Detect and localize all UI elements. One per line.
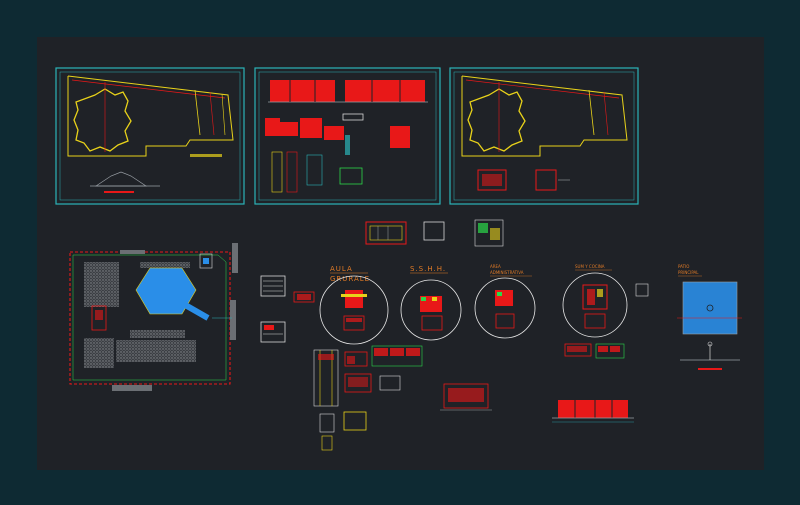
module-area-administrativa[interactable]: AREA ADMINISTRATIVA: [474, 264, 536, 339]
label-patio: PATIO: [678, 264, 689, 269]
legend-box-1[interactable]: [260, 275, 286, 297]
label-sum-cocina: SUM Y COCINA: [575, 264, 605, 269]
detail-block-1[interactable]: [365, 221, 407, 245]
module-sshh[interactable]: S.S.H.H.: [400, 265, 462, 341]
legend-box-2[interactable]: [260, 321, 286, 343]
sheet-1-site-plan[interactable]: [55, 67, 245, 205]
detail-block-3[interactable]: [474, 219, 504, 247]
red-elevation-small[interactable]: [440, 383, 492, 411]
detail-right-small[interactable]: [564, 343, 625, 359]
sheet-2-elevations[interactable]: [254, 67, 441, 205]
label-area: AREA: [490, 264, 501, 269]
label-aula-2: GRURALE: [330, 275, 370, 283]
hexagonal-plaza-outline: [73, 88, 132, 152]
label-aula: AULA: [330, 265, 353, 273]
main-floor-plan[interactable]: [69, 243, 238, 391]
red-elevation-long[interactable]: [552, 400, 634, 423]
module-sum-cocina[interactable]: SUM Y COCINA: [562, 264, 628, 338]
module-aula[interactable]: AULA GRURALE: [319, 265, 389, 345]
sheet-3-site-plan[interactable]: [449, 67, 639, 205]
detail-block-small[interactable]: [635, 283, 649, 297]
column-detail[interactable]: [313, 349, 339, 451]
detail-block-2[interactable]: [423, 221, 445, 241]
label-patio-2: PRINCIPAL: [678, 270, 699, 275]
cad-model-space[interactable]: [37, 37, 764, 470]
detail-block-red-small[interactable]: [293, 291, 315, 303]
patio-principal[interactable]: PATIO PRINCIPAL: [677, 264, 742, 370]
label-area-2: ADMINISTRATIVA: [490, 270, 524, 275]
label-sshh: S.S.H.H.: [410, 265, 446, 273]
beam-details[interactable]: [343, 345, 423, 431]
